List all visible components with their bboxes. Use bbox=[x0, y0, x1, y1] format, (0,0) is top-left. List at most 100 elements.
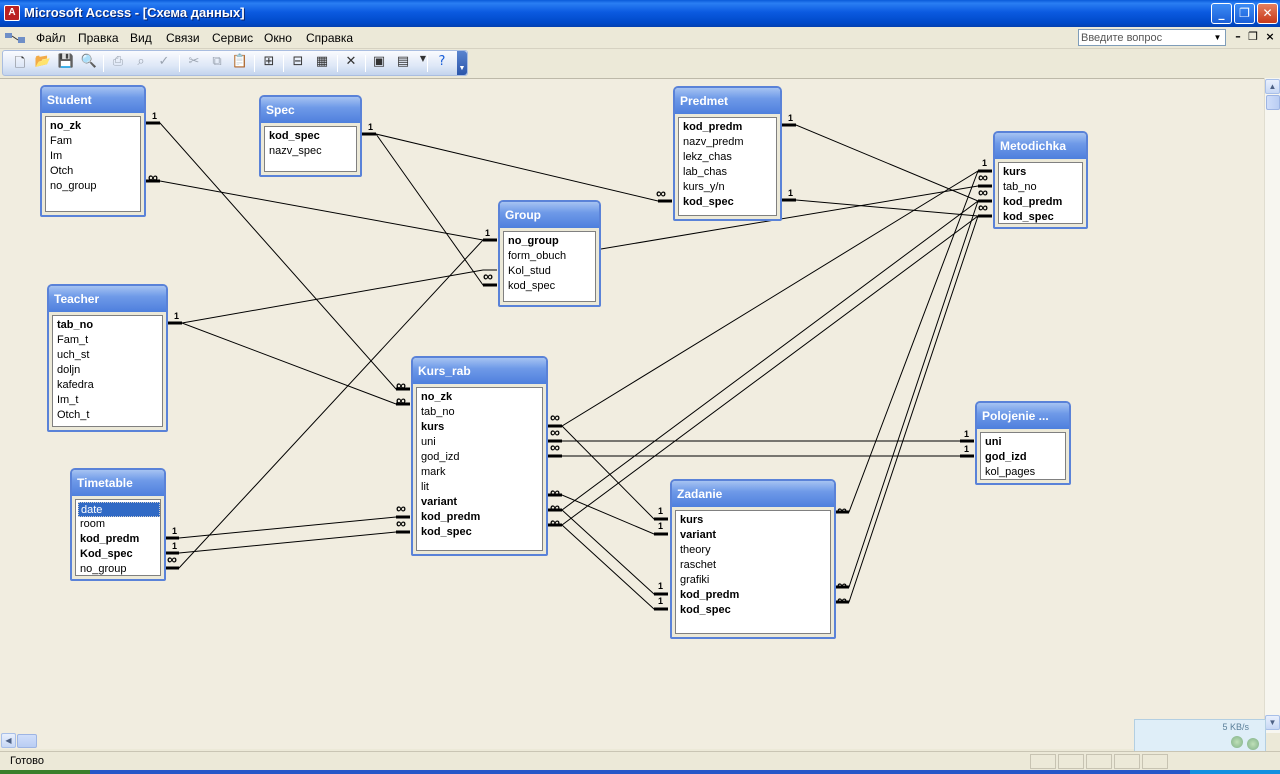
show-all-icon[interactable]: ▦ bbox=[315, 54, 329, 69]
table-predmet[interactable]: Predmet kod_predm nazv_predm lekz_chas l… bbox=[673, 86, 782, 221]
field-item[interactable]: kurs_y/n bbox=[683, 181, 725, 193]
horizontal-scroll-thumb[interactable] bbox=[17, 734, 37, 748]
field-item[interactable]: uni bbox=[421, 436, 436, 448]
field-item[interactable]: uni bbox=[985, 436, 1002, 448]
table-teacher[interactable]: Teacher tab_no Fam_t uch_st doljn kafedr… bbox=[47, 284, 168, 432]
field-item[interactable]: no_group bbox=[50, 180, 97, 192]
table-timetable[interactable]: Timetable date room kod_predm Kod_spec n… bbox=[70, 468, 166, 581]
field-item[interactable]: form_obuch bbox=[508, 250, 567, 262]
field-item[interactable]: lit bbox=[421, 481, 429, 493]
save-icon[interactable]: 💾 bbox=[57, 54, 75, 69]
menu-view[interactable]: Вид bbox=[130, 31, 152, 45]
doc-restore-button[interactable]: ❐ bbox=[1248, 30, 1258, 43]
field-item[interactable]: kod_spec bbox=[269, 130, 320, 142]
relationship-line[interactable] bbox=[548, 425, 668, 520]
field-item[interactable]: nazv_predm bbox=[683, 136, 744, 148]
field-item[interactable]: Otch bbox=[50, 165, 74, 177]
menu-file[interactable]: Файл bbox=[36, 31, 66, 45]
field-item[interactable]: kod_spec bbox=[683, 196, 734, 208]
field-item[interactable]: tab_no bbox=[421, 406, 455, 418]
table-title[interactable]: Predmet bbox=[675, 88, 780, 114]
field-item[interactable]: no_zk bbox=[50, 120, 82, 132]
field-item[interactable]: lab_chas bbox=[683, 166, 728, 178]
field-item[interactable]: kurs bbox=[421, 421, 445, 433]
table-title[interactable]: Zadanie bbox=[672, 481, 834, 507]
menu-help[interactable]: Справка bbox=[306, 31, 354, 45]
menu-window[interactable]: Окно bbox=[264, 31, 292, 45]
relationships-window-icon[interactable] bbox=[4, 31, 28, 45]
table-group[interactable]: Group no_group form_obuch Kol_stud kod_s… bbox=[498, 200, 601, 307]
help-question-box[interactable]: ▼ bbox=[1078, 29, 1226, 46]
field-item[interactable]: Fam_t bbox=[57, 334, 89, 346]
field-item[interactable]: kod_predm bbox=[1003, 196, 1063, 208]
show-table-icon[interactable]: ⊞ bbox=[263, 54, 275, 69]
field-item[interactable]: raschet bbox=[680, 559, 717, 571]
field-item[interactable]: Im_t bbox=[57, 394, 79, 406]
field-item[interactable]: grafiki bbox=[680, 574, 710, 586]
toolbar-options-icon[interactable]: ▼ bbox=[457, 51, 467, 75]
table-spec[interactable]: Spec kod_spec nazv_spec bbox=[259, 95, 362, 177]
field-item[interactable]: Otch_t bbox=[57, 409, 90, 421]
field-item[interactable]: no_group bbox=[80, 563, 127, 575]
table-title[interactable]: Teacher bbox=[49, 286, 166, 312]
menu-edit[interactable]: Правка bbox=[78, 31, 119, 45]
field-item[interactable]: doljn bbox=[57, 364, 81, 376]
field-item[interactable]: Kod_spec bbox=[80, 548, 133, 560]
table-title[interactable]: Metodichka bbox=[995, 133, 1086, 159]
relationship-line[interactable] bbox=[362, 133, 497, 286]
vertical-scroll-thumb[interactable] bbox=[1266, 95, 1280, 110]
field-item[interactable]: variant bbox=[421, 496, 458, 508]
print-icon[interactable]: ⎙ bbox=[112, 54, 124, 69]
field-item[interactable]: Im bbox=[50, 150, 63, 162]
doc-minimize-button[interactable]: – bbox=[1235, 30, 1241, 43]
table-title[interactable]: Group bbox=[500, 202, 599, 228]
field-item[interactable]: no_group bbox=[508, 235, 559, 247]
open-folder-icon[interactable]: 📂 bbox=[34, 54, 52, 69]
table-title[interactable]: Spec bbox=[261, 97, 360, 123]
minimize-button[interactable]: _ bbox=[1211, 3, 1232, 24]
field-item[interactable]: mark bbox=[421, 466, 446, 478]
scroll-left-icon[interactable]: ◀ bbox=[1, 733, 16, 748]
relationships-canvas[interactable]: 1 ∞ 1 ∞ 1 1 1 ∞ 1 ∞ ∞ ∞ 1 ∞ ∞ ∞ ∞ 1 1 ∞ bbox=[0, 78, 1264, 733]
relationship-line[interactable] bbox=[835, 200, 992, 588]
field-item[interactable]: kod_predm bbox=[680, 589, 740, 601]
field-item[interactable]: kurs bbox=[1003, 166, 1027, 178]
table-title[interactable]: Kurs_rab bbox=[413, 358, 546, 384]
doc-close-button[interactable]: × bbox=[1265, 30, 1275, 43]
relationship-line[interactable] bbox=[165, 516, 410, 539]
relationship-line[interactable] bbox=[165, 531, 410, 554]
relationship-line[interactable] bbox=[835, 170, 992, 513]
restore-button[interactable]: ❐ bbox=[1234, 3, 1255, 24]
field-item[interactable]: kod_spec bbox=[508, 280, 556, 292]
relationship-line[interactable] bbox=[548, 200, 992, 511]
relationship-line[interactable] bbox=[548, 524, 668, 610]
field-item[interactable]: god_izd bbox=[421, 451, 460, 463]
scroll-down-icon[interactable]: ▼ bbox=[1265, 715, 1280, 730]
field-item[interactable]: tab_no bbox=[1003, 181, 1037, 193]
access-app-icon[interactable]: A bbox=[4, 5, 20, 21]
table-title[interactable]: Student bbox=[42, 87, 144, 113]
chevron-down-icon[interactable]: ▼ bbox=[419, 54, 427, 63]
file-search-icon[interactable]: 🔍 bbox=[80, 54, 98, 69]
field-item[interactable]: no_zk bbox=[421, 391, 453, 403]
table-title[interactable]: Polojenie ... bbox=[977, 403, 1069, 429]
print-preview-icon[interactable]: ⌕ bbox=[137, 54, 145, 69]
field-item[interactable]: lekz_chas bbox=[683, 151, 732, 163]
paste-icon[interactable]: 📋 bbox=[231, 54, 249, 69]
scroll-up-icon[interactable]: ▲ bbox=[1265, 79, 1280, 94]
relationship-line[interactable] bbox=[835, 215, 992, 603]
menu-relationships[interactable]: Связи bbox=[166, 31, 200, 45]
relationship-line[interactable] bbox=[362, 133, 672, 202]
field-item[interactable]: kod_spec bbox=[421, 526, 472, 538]
field-item[interactable]: Fam bbox=[50, 135, 72, 147]
table-zadanie[interactable]: Zadanie kurs variant theory raschet graf… bbox=[670, 479, 836, 639]
field-item[interactable]: kol_pages bbox=[985, 466, 1036, 478]
new-object-icon[interactable]: ▤ bbox=[396, 54, 410, 69]
field-item[interactable]: kod_predm bbox=[421, 511, 481, 523]
field-item[interactable]: god_izd bbox=[985, 451, 1027, 463]
horizontal-scrollbar[interactable]: ◀ bbox=[0, 733, 1264, 749]
field-item[interactable]: nazv_spec bbox=[269, 145, 322, 157]
help-question-input[interactable] bbox=[1079, 30, 1207, 45]
field-item[interactable]: theory bbox=[680, 544, 711, 556]
field-item[interactable]: uch_st bbox=[57, 349, 90, 361]
